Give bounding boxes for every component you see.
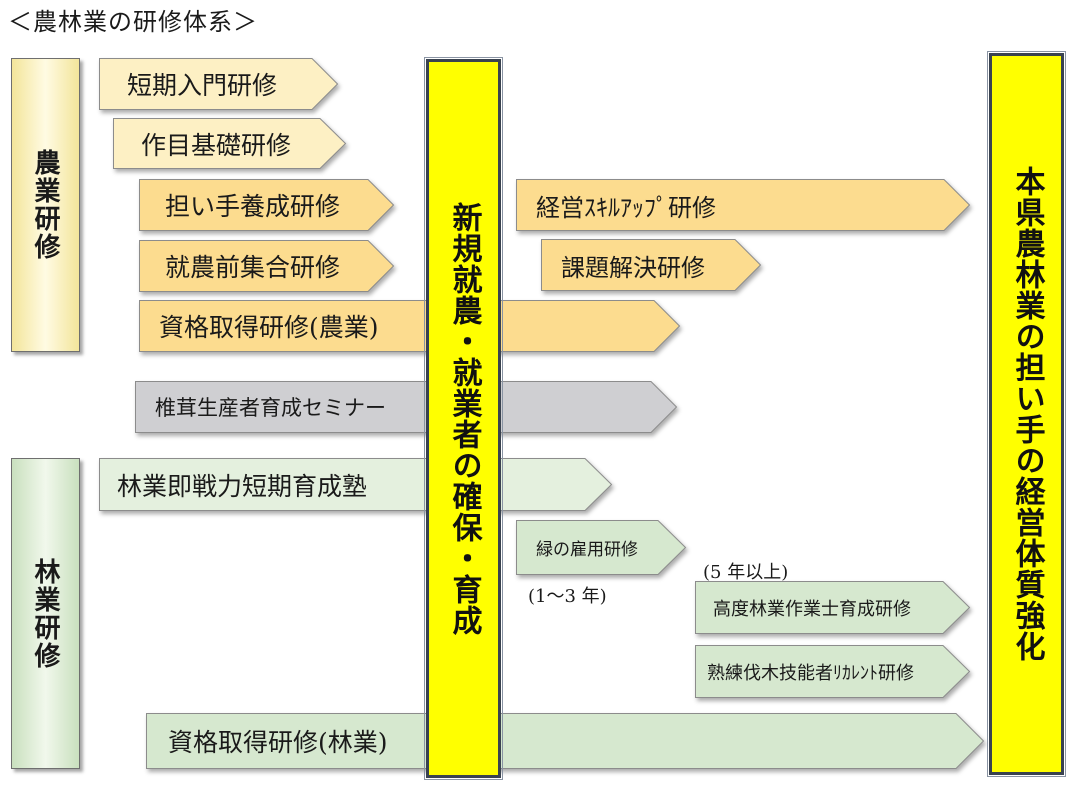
forestry-training-box: 林業研修 xyxy=(11,458,80,769)
arrow-shiitake-label: 椎茸生産者育成セミナー xyxy=(155,396,386,420)
note-one-to-three-years: (1～3 年) xyxy=(528,586,607,607)
pillar-management-strengthening-label: 本県農林業の担い手の経営体質強化 xyxy=(1009,166,1045,662)
arrow-keiei-shape xyxy=(516,179,971,231)
arrow-shikaku-rin: 資格取得研修(林業) xyxy=(146,713,985,769)
arrow-ringyo-sokusen-label: 林業即戦力短期育成塾 xyxy=(117,471,368,501)
arrow-shikaku-rin-shape xyxy=(146,713,985,769)
arrow-keiei-label: 経営ｽｷﾙｱｯﾌﾟ研修 xyxy=(536,193,716,222)
arrow-ninaite: 担い手養成研修 xyxy=(139,179,395,231)
arrow-kodo-label: 高度林業作業士育成研修 xyxy=(713,598,911,620)
arrow-midori-label: 緑の雇用研修 xyxy=(536,540,638,560)
page-title: ＜農林業の研修体系＞ xyxy=(8,8,258,36)
arrow-tanki-shape xyxy=(99,58,339,110)
arrow-midori-shape xyxy=(516,520,687,575)
arrow-kadai: 課題解決研修 xyxy=(541,239,762,291)
arrow-midori: 緑の雇用研修 xyxy=(516,520,687,575)
arrow-kodo: 高度林業作業士育成研修 xyxy=(695,581,971,634)
arrow-shiitake-shape xyxy=(135,381,678,433)
arrow-shunouzen-shape xyxy=(139,240,395,292)
arrow-shunouzen-label: 就農前集合研修 xyxy=(165,253,341,282)
arrow-shikaku-nou-label: 資格取得研修(農業) xyxy=(159,313,379,342)
forestry-training-label: 林業研修 xyxy=(30,557,60,670)
agriculture-training-box: 農業研修 xyxy=(11,58,80,352)
pillar-new-entrants-label: 新規就農・就業者の確保・育成 xyxy=(446,201,482,636)
arrow-jukuren-shape xyxy=(695,645,971,698)
arrow-shikaku-rin-label: 資格取得研修(林業) xyxy=(168,728,388,757)
arrow-shiitake: 椎茸生産者育成セミナー xyxy=(135,381,678,433)
note-five-years-plus: (5 年以上) xyxy=(703,562,789,583)
arrow-shikaku-nou-shape xyxy=(139,300,681,352)
arrow-ringyo-sokusen: 林業即戦力短期育成塾 xyxy=(99,458,613,511)
pillar-new-entrants: 新規就農・就業者の確保・育成 xyxy=(424,57,503,780)
agriculture-training-label: 農業研修 xyxy=(30,149,60,261)
arrow-tanki: 短期入門研修 xyxy=(99,58,339,110)
arrow-tanki-label: 短期入門研修 xyxy=(127,71,278,100)
arrow-sakumoku-shape xyxy=(113,118,347,169)
arrow-kadai-shape xyxy=(541,239,762,291)
arrow-jukuren: 熟練伐木技能者ﾘｶﾚﾝﾄ研修 xyxy=(695,645,971,698)
arrow-ninaite-label: 担い手養成研修 xyxy=(165,192,341,221)
arrow-ninaite-shape xyxy=(139,179,395,231)
arrow-shunouzen: 就農前集合研修 xyxy=(139,240,395,292)
arrow-keiei: 経営ｽｷﾙｱｯﾌﾟ研修 xyxy=(516,179,971,231)
arrow-sakumoku-label: 作目基礎研修 xyxy=(141,130,292,160)
arrow-kadai-label: 課題解決研修 xyxy=(561,253,705,282)
pillar-management-strengthening: 本県農林業の担い手の経営体質強化 xyxy=(987,51,1066,777)
arrow-kodo-shape xyxy=(695,581,971,634)
arrow-jukuren-label: 熟練伐木技能者ﾘｶﾚﾝﾄ研修 xyxy=(707,662,914,684)
arrow-shikaku-nou: 資格取得研修(農業) xyxy=(139,300,681,352)
arrow-sakumoku: 作目基礎研修 xyxy=(113,118,347,169)
